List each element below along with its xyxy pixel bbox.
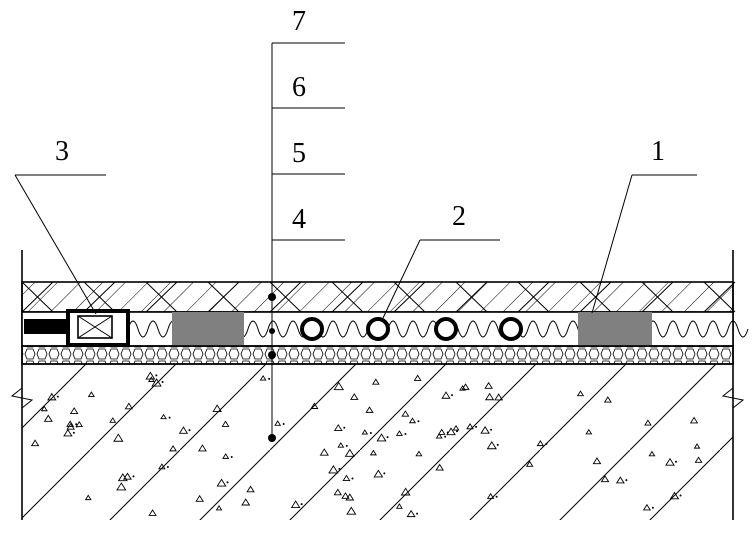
- label-7: 7: [292, 6, 306, 37]
- leader-dot-insulation-layer: [268, 351, 276, 359]
- leader-dot-base-layer: [268, 434, 276, 442]
- layer-callout-leader: [268, 42, 345, 442]
- heating-pipe: [434, 317, 458, 341]
- gray-block-right: [578, 312, 652, 346]
- label-1: 1: [651, 136, 665, 167]
- heating-pipe: [499, 317, 523, 341]
- heating-pipe: [366, 317, 390, 341]
- heating-layer: [21, 309, 749, 347]
- label-5: 5: [292, 138, 306, 169]
- gray-block-left: [172, 312, 244, 346]
- top-finish-layer: [21, 281, 736, 313]
- label-4: 4: [292, 204, 306, 235]
- leader-dot-heating-layer: [269, 328, 275, 334]
- label-2: 2: [452, 201, 466, 232]
- manifold-connector-bar: [24, 319, 68, 334]
- callout-leaders: [14, 174, 697, 319]
- insulation-layer: [21, 345, 734, 365]
- base-slab-layer: [22, 363, 733, 520]
- top-layer-cross-marks: [21, 281, 736, 313]
- label-3: 3: [55, 136, 69, 167]
- manifold-box: [66, 309, 130, 347]
- heating-pipes: [300, 317, 523, 341]
- heating-pipe: [300, 317, 324, 341]
- concrete-aggregate-marks: [30, 371, 703, 518]
- leader-dot-top-layer: [268, 293, 276, 301]
- label-6: 6: [292, 72, 306, 103]
